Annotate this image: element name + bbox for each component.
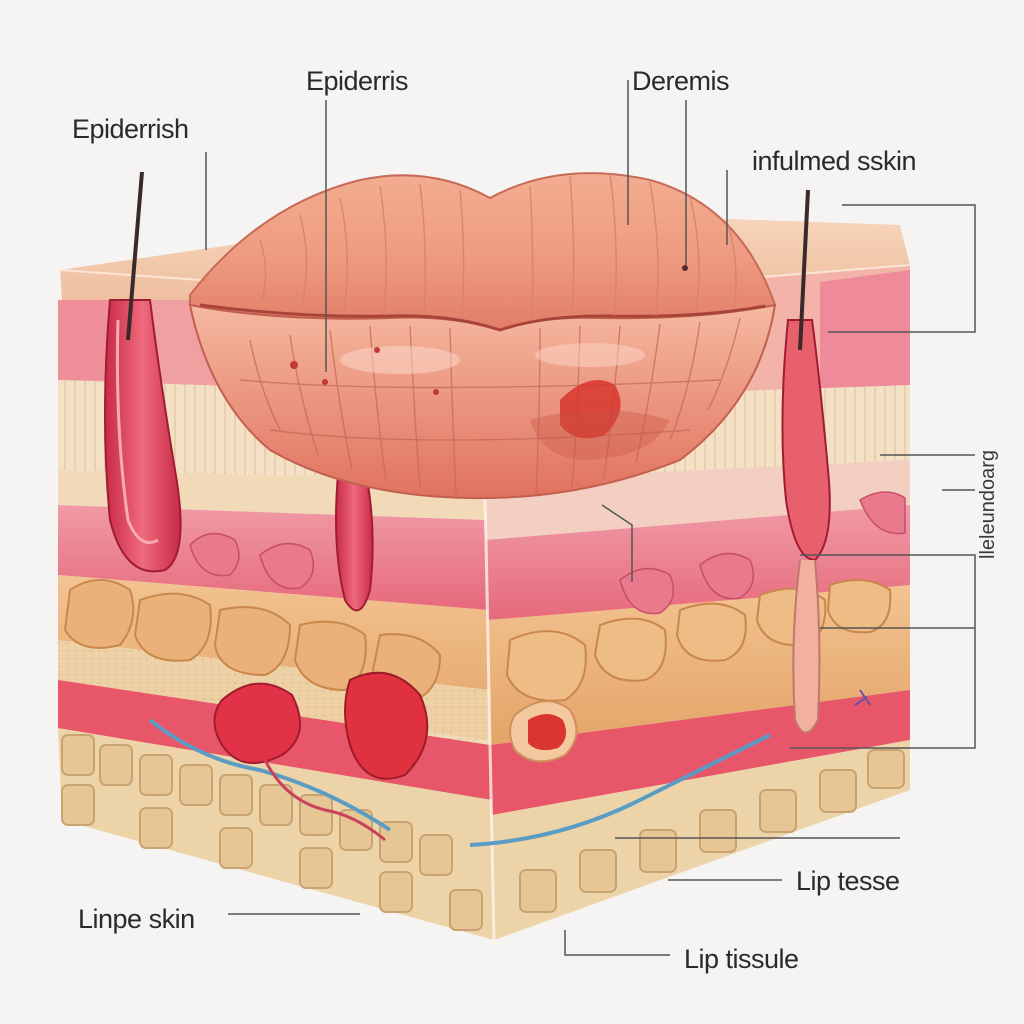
fat-cells-right [505, 579, 892, 702]
leader-right-4 [790, 554, 976, 749]
leader-center-1 [601, 504, 633, 582]
lips [188, 172, 777, 500]
label-infulmed-sskin: infulmed sskin [752, 146, 917, 176]
hair-follicle-center [335, 454, 374, 612]
hair-follicle-right [781, 189, 831, 734]
lip-inflamed-patch [560, 380, 621, 439]
label-lip-tissule: Lip tissule [684, 944, 799, 974]
label-epiderrish: Epiderrish [72, 114, 189, 144]
leader-right-1 [828, 204, 976, 333]
base-tissue-cells [61, 734, 905, 931]
leader-lines [205, 80, 976, 956]
label-epiderris: Epiderris [306, 66, 409, 96]
pink-tissue-blobs [189, 491, 906, 615]
sebaceous-gland-left [213, 682, 301, 764]
hair-follicle-left [104, 171, 182, 573]
label-lip-tesse: Lip tesse [796, 866, 900, 896]
label-vertical-text: lleleundoarg [977, 450, 999, 559]
leader-tissule [564, 930, 670, 956]
blood-vessel [148, 718, 771, 847]
upper-lip [189, 172, 777, 332]
sebaceous-gland-center [344, 671, 429, 780]
fat-cells-left [63, 579, 442, 702]
label-deremis: Deremis [632, 66, 730, 96]
label-linpe-skin: Linpe skin [78, 904, 195, 934]
